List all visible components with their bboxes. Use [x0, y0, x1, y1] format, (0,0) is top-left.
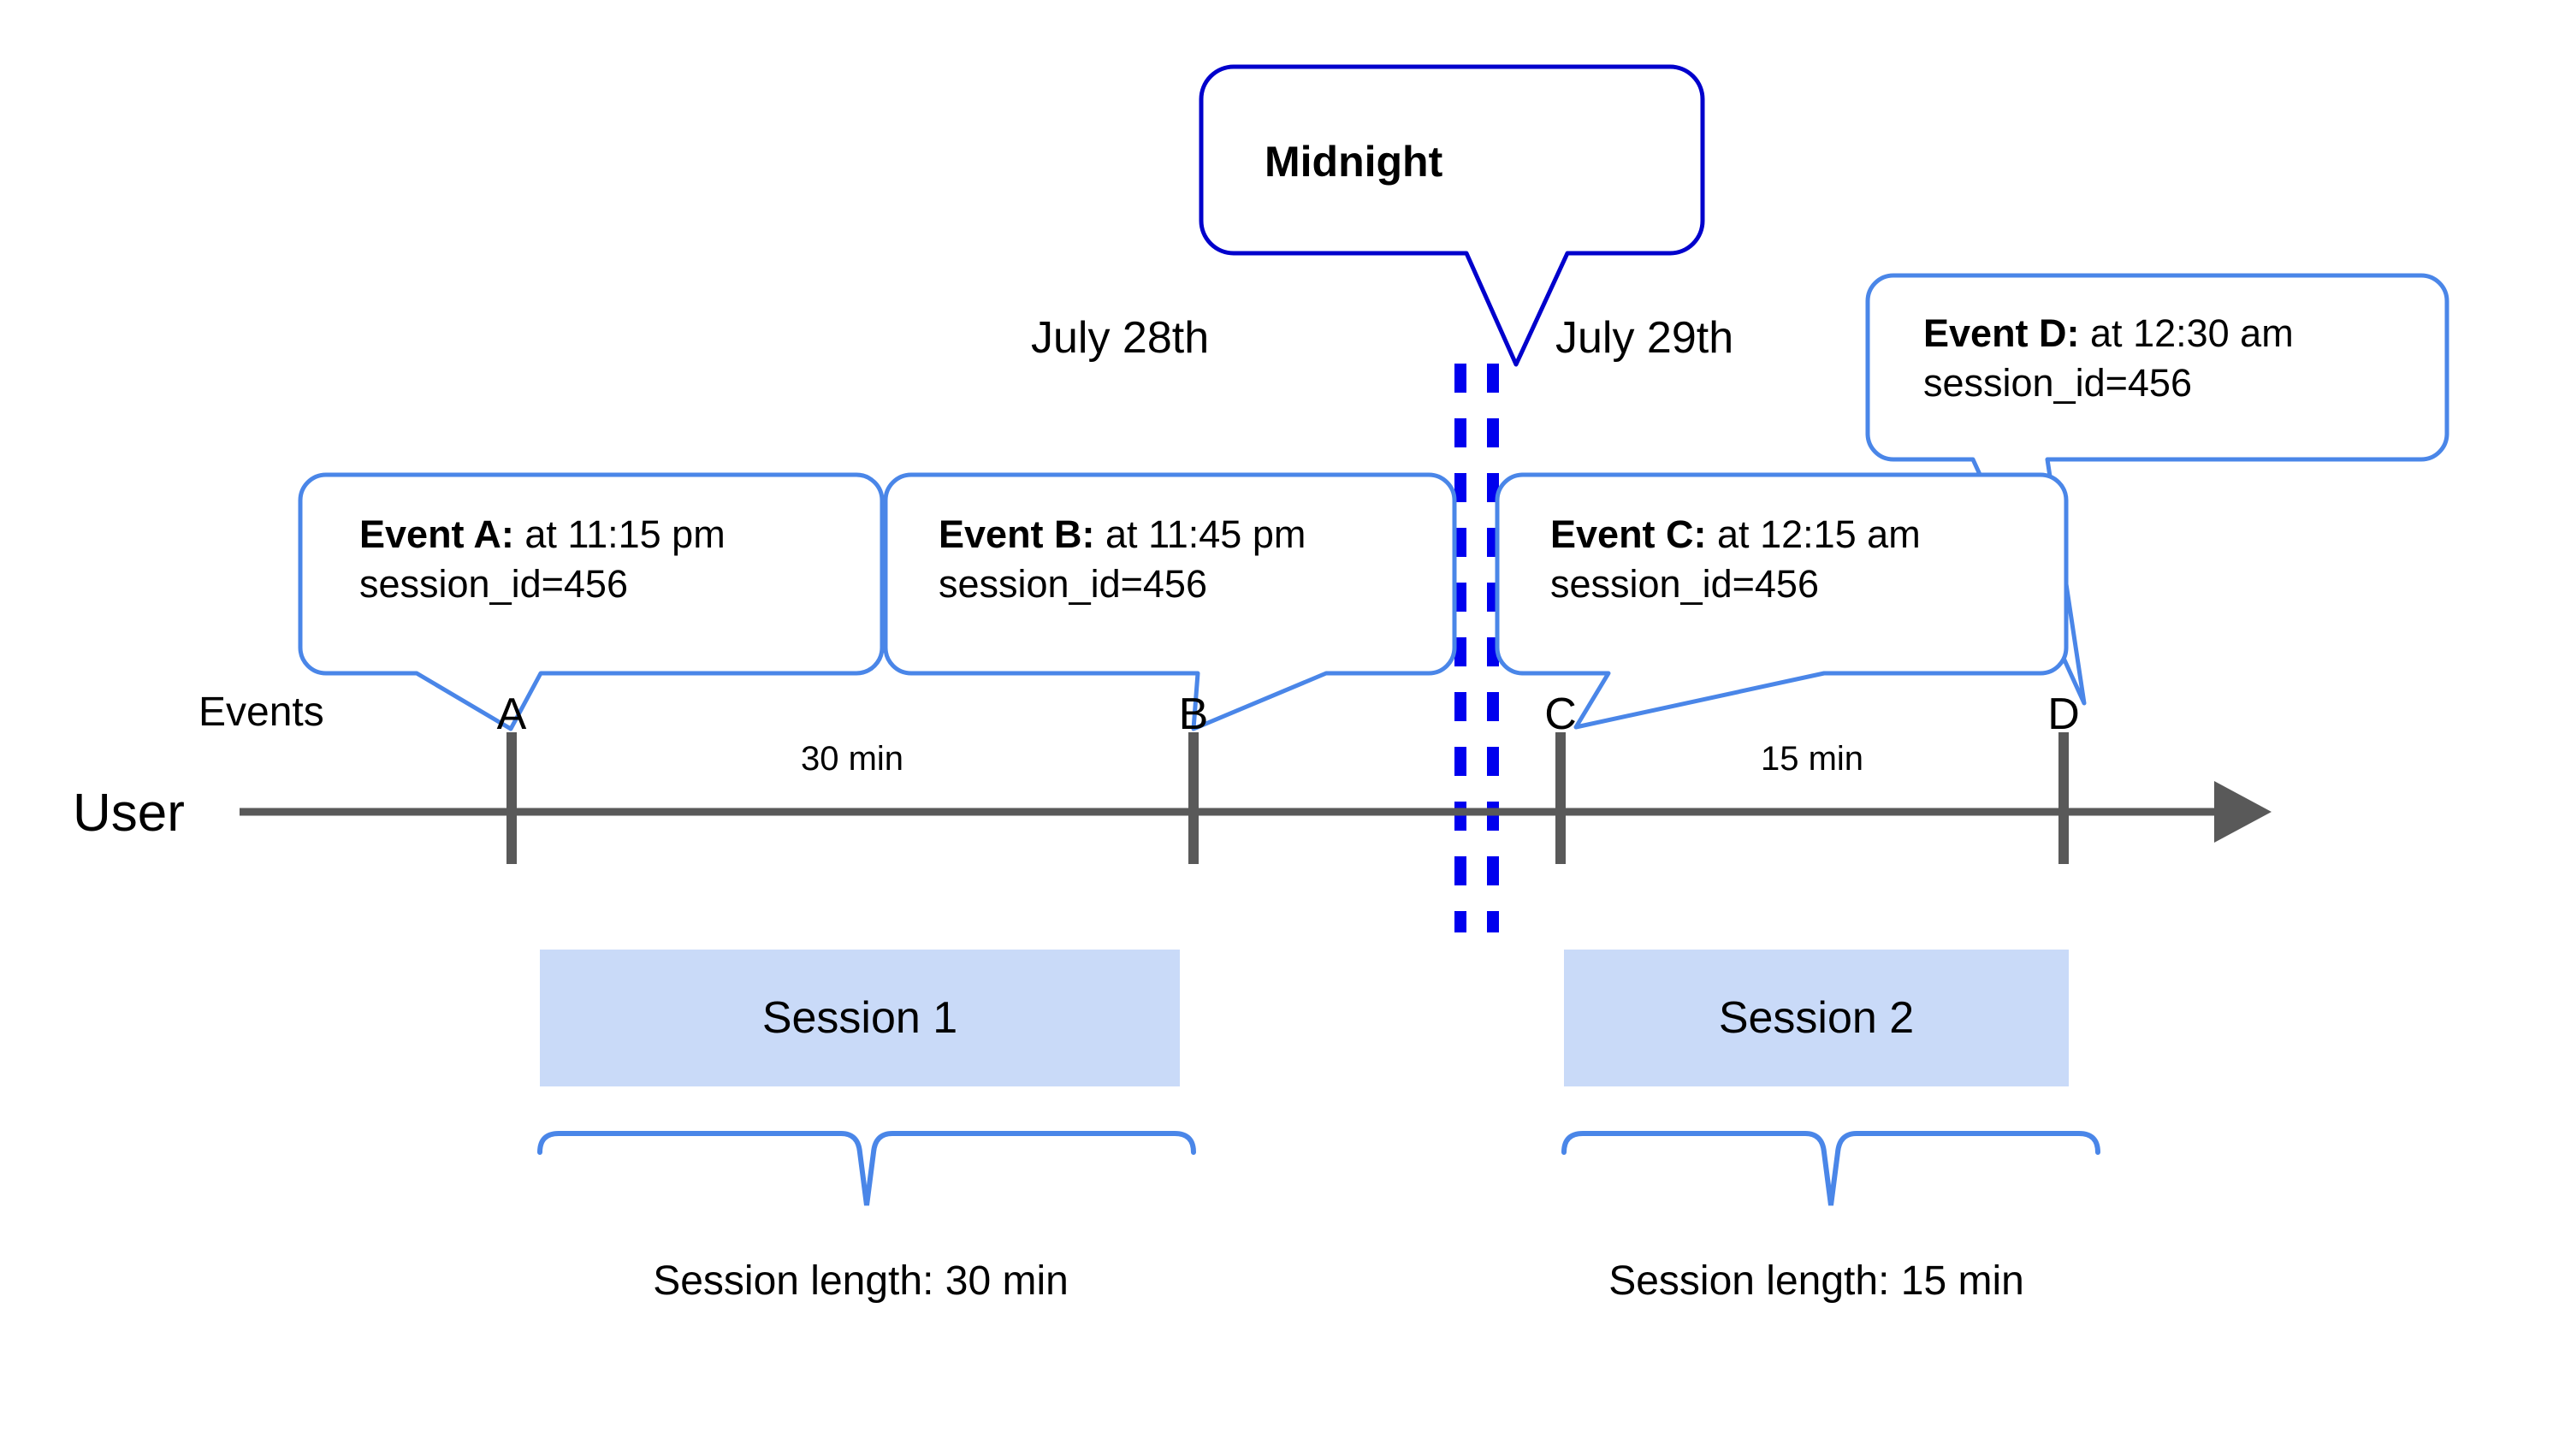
- event-a-callout-text: Event A: at 11:15 pm: [359, 511, 726, 559]
- event-d-session-id: session_id=456: [1923, 361, 2192, 405]
- session-2-brace: [1561, 1131, 2100, 1206]
- session-1-brace: [537, 1131, 1196, 1206]
- event-c-time: at 12:15 am: [1706, 512, 1921, 556]
- event-d-callout-text: Event D: at 12:30 am: [1923, 310, 2294, 358]
- event-a-title: Event A:: [359, 512, 514, 556]
- date-label-right: July 29th: [1555, 313, 1734, 363]
- row-label-user: User: [73, 784, 185, 843]
- midnight-label: Midnight: [1265, 138, 1443, 186]
- session-2-length-label: Session length: 15 min: [1608, 1258, 2024, 1304]
- event-c-session-id: session_id=456: [1550, 562, 1819, 606]
- event-c-title: Event C:: [1550, 512, 1707, 556]
- event-a-session-id: session_id=456: [359, 562, 628, 606]
- event-b-title: Event B:: [939, 512, 1095, 556]
- event-b-session-id: session_id=456: [939, 562, 1207, 606]
- session-2-bar: Session 2: [1564, 950, 2069, 1086]
- event-letter-d: D: [2047, 690, 2080, 739]
- session-1-bar: Session 1: [540, 950, 1180, 1086]
- event-b-callout-text: Event B: at 11:45 pm: [939, 511, 1306, 559]
- event-letter-a: A: [496, 690, 527, 739]
- timeline-axis: [240, 781, 2272, 843]
- event-c-callout-text: Event C: at 12:15 am: [1550, 511, 1921, 559]
- row-label-events: Events: [198, 690, 324, 735]
- event-a-time: at 11:15 pm: [513, 512, 726, 556]
- session-1-label: Session 1: [761, 993, 958, 1043]
- event-d-title: Event D:: [1923, 311, 2080, 355]
- midnight-divider-lines: [1454, 364, 1499, 932]
- date-label-left: July 28th: [1031, 313, 1210, 363]
- event-letter-b: B: [1178, 690, 1209, 739]
- session-2-label: Session 2: [1718, 993, 1915, 1043]
- session-1-length-label: Session length: 30 min: [653, 1258, 1069, 1304]
- event-letter-c: C: [1544, 690, 1577, 739]
- event-d-time: at 12:30 am: [2079, 311, 2294, 355]
- gap-label-a-b: 30 min: [800, 740, 904, 778]
- event-b-time: at 11:45 pm: [1094, 512, 1306, 556]
- gap-label-c-d: 15 min: [1760, 740, 1864, 778]
